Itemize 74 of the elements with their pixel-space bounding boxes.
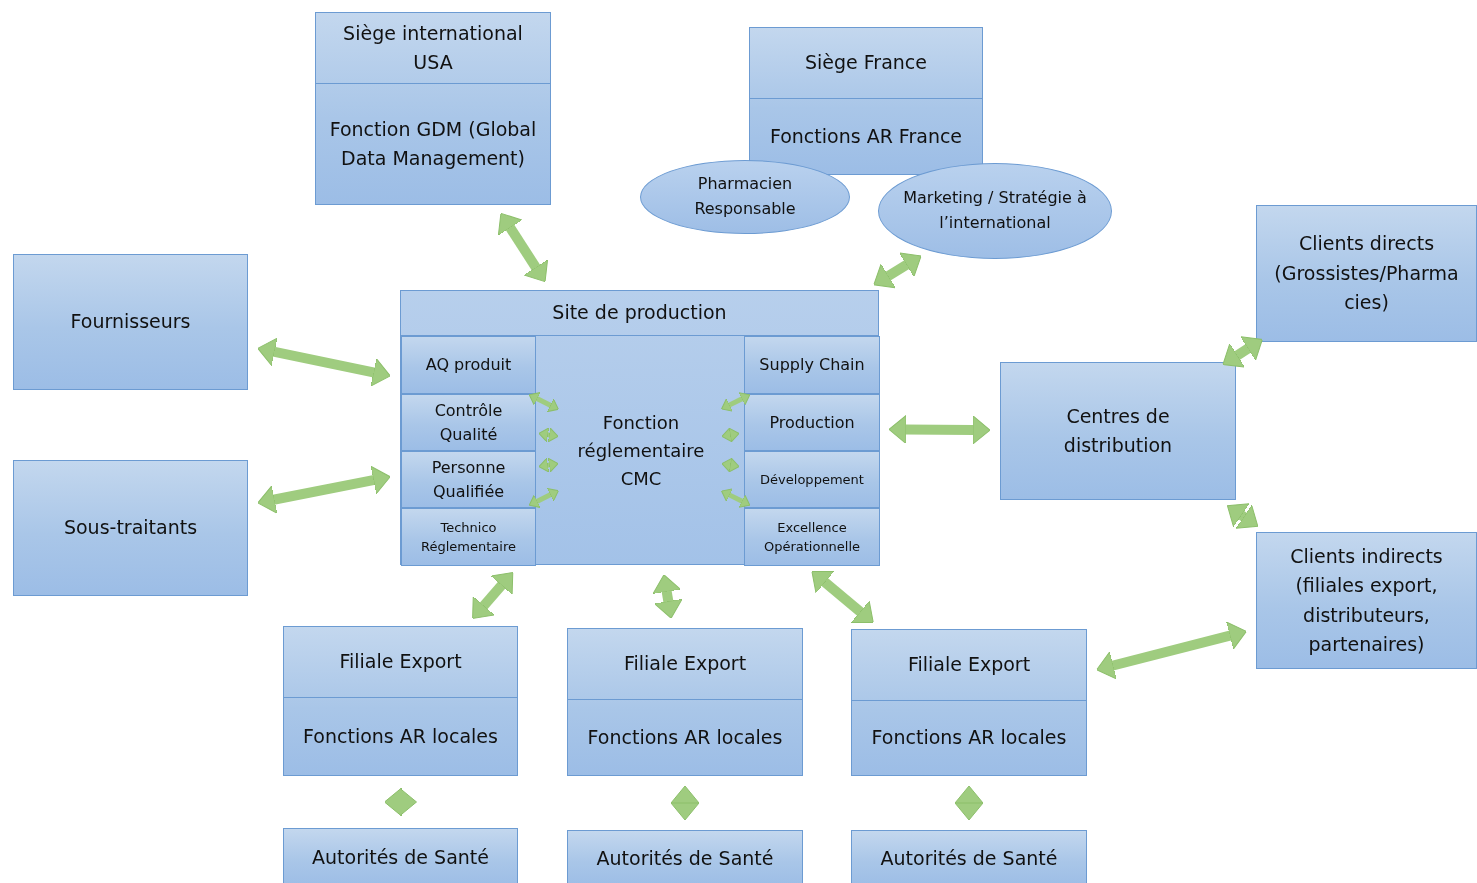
box-text: Fonctions AR locales bbox=[587, 724, 783, 750]
double-arrow bbox=[652, 574, 683, 619]
box-text: Clients directs (Grossistes/Pharmacies) bbox=[1273, 231, 1460, 316]
double-arrow bbox=[538, 427, 559, 443]
org-box bbox=[567, 628, 803, 776]
org-box bbox=[315, 12, 551, 205]
double-arrow bbox=[721, 392, 751, 412]
department-label: Technico Réglementaire bbox=[420, 518, 517, 556]
department-label: Personne Qualifiée bbox=[430, 456, 507, 503]
org-box bbox=[13, 254, 248, 390]
double-arrow bbox=[670, 785, 700, 821]
double-arrow bbox=[257, 465, 391, 514]
double-arrow bbox=[257, 337, 391, 387]
double-arrow bbox=[1222, 336, 1263, 368]
department-label: AQ produit bbox=[425, 354, 512, 376]
department-label: Production bbox=[769, 411, 855, 434]
double-arrow bbox=[721, 427, 740, 443]
department-cell bbox=[401, 451, 536, 508]
org-box bbox=[851, 629, 1087, 776]
department-label: Développement bbox=[760, 470, 864, 489]
department-label: Supply Chain bbox=[759, 354, 865, 376]
double-arrow bbox=[528, 392, 559, 413]
double-arrow bbox=[721, 488, 751, 508]
department-label: Excellence Opérationnelle bbox=[762, 518, 862, 556]
box-text: Fonction GDM (Global Data Management) bbox=[328, 116, 538, 171]
double-arrow bbox=[811, 570, 874, 624]
double-arrow bbox=[888, 414, 991, 445]
org-box bbox=[851, 830, 1087, 883]
site-container bbox=[400, 290, 879, 565]
double-arrow bbox=[497, 212, 549, 283]
box-text: Autorités de Santé bbox=[596, 846, 774, 872]
department-cell bbox=[401, 336, 536, 394]
org-box bbox=[1256, 205, 1477, 342]
org-box bbox=[283, 828, 518, 883]
org-box bbox=[13, 460, 248, 596]
department-cell bbox=[744, 508, 880, 566]
double-arrow bbox=[1096, 621, 1247, 680]
box-text: Fournisseurs bbox=[70, 309, 191, 335]
double-arrow bbox=[538, 457, 559, 473]
ellipse-text: Pharmacien Responsable bbox=[693, 173, 797, 220]
box-text: Sous-traitants bbox=[63, 515, 198, 541]
box-text: Centres de distribution bbox=[1062, 403, 1174, 458]
org-box bbox=[283, 626, 518, 776]
double-arrow bbox=[1226, 503, 1259, 529]
double-arrow bbox=[954, 785, 984, 821]
box-text: Fonctions AR locales bbox=[303, 723, 498, 749]
box-text: Autorités de Santé bbox=[312, 845, 489, 871]
org-box bbox=[1000, 362, 1236, 500]
box-text: Autorités de Santé bbox=[880, 846, 1058, 872]
org-box bbox=[1256, 532, 1477, 669]
double-arrow bbox=[528, 487, 559, 508]
center-function-label: Fonction réglementaire CMC bbox=[563, 406, 719, 496]
box-heading: Filiale Export bbox=[339, 649, 462, 675]
department-cell bbox=[744, 336, 880, 394]
box-heading: Filiale Export bbox=[907, 652, 1031, 678]
org-box bbox=[567, 830, 803, 883]
box-heading: Siège international USA bbox=[342, 20, 524, 75]
department-cell bbox=[401, 508, 536, 566]
double-arrow bbox=[721, 457, 740, 473]
double-arrow bbox=[873, 252, 922, 289]
box-heading: Filiale Export bbox=[623, 651, 747, 677]
container-heading: Site de production bbox=[552, 300, 727, 326]
department-label: Contrôle Qualité bbox=[433, 399, 504, 446]
box-text: Fonctions AR France bbox=[769, 123, 963, 149]
org-box bbox=[749, 27, 983, 175]
department-cell bbox=[744, 451, 880, 508]
double-arrow bbox=[385, 788, 417, 816]
double-arrow bbox=[472, 572, 514, 619]
ellipse-text: Marketing / Stratégie à l’international bbox=[902, 187, 1088, 234]
box-text: Clients indirects (filiales export, distributeurs, partenaires) bbox=[1289, 543, 1444, 657]
department-cell bbox=[744, 394, 880, 451]
department-cell bbox=[401, 394, 536, 451]
box-heading: Siège France bbox=[805, 50, 927, 76]
box-text: Fonctions AR locales bbox=[871, 725, 1067, 751]
